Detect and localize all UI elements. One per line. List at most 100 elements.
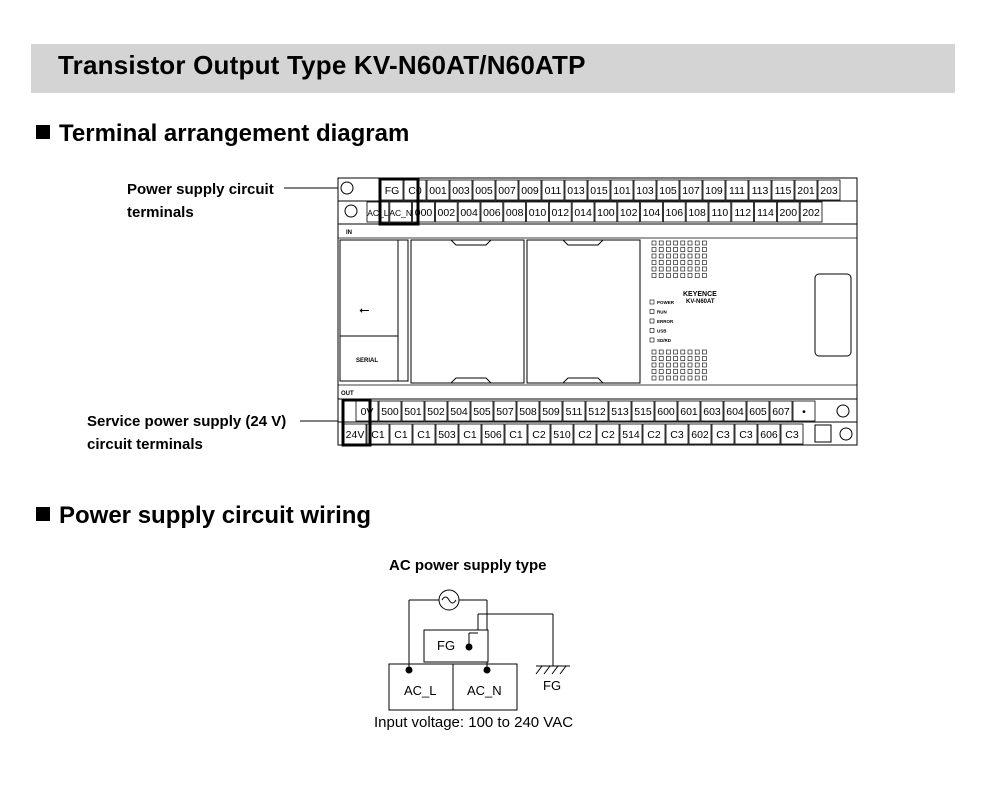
- terminal-top-row2: 008: [506, 207, 524, 219]
- terminal-bottom-row1: 505: [473, 406, 491, 418]
- terminal-bottom-row2: C3: [785, 429, 799, 441]
- terminal-top-row2: 108: [688, 207, 706, 219]
- terminal-bottom-row2: C3: [716, 429, 730, 441]
- terminal-top-row2: 014: [574, 207, 592, 219]
- wiring-heading: AC power supply type: [389, 557, 547, 574]
- terminal-bottom-row1-box: [447, 400, 471, 422]
- io-led-icon: [666, 240, 671, 246]
- terminal-bottom-row1: 500: [381, 406, 399, 418]
- terminal-top-row2-box: [526, 201, 549, 223]
- io-led-icon: [702, 369, 707, 374]
- terminal-bottom-row1-box: [585, 400, 609, 422]
- status-led-label: ERROR: [657, 319, 674, 324]
- io-led-icon: [658, 349, 664, 355]
- terminal-top-row2-box: [366, 201, 390, 223]
- terminal-bottom-row1-box: [539, 400, 563, 422]
- terminal-bottom-row2-box: [642, 423, 666, 445]
- status-led-label: POWER: [657, 300, 675, 305]
- callout-power-supply-line2: terminals: [127, 204, 194, 221]
- terminal-top-row1-box: [771, 179, 795, 201]
- terminal-bottom-row2-box: [412, 423, 436, 445]
- terminal-bottom-row2: C2: [532, 429, 546, 441]
- io-indicator-grid: [651, 240, 707, 381]
- terminal-bottom-row2: C2: [601, 429, 615, 441]
- terminal-top-row2: 102: [620, 207, 638, 219]
- io-led-icon: [680, 253, 686, 259]
- terminal-top-row2-box: [549, 201, 572, 223]
- terminal-top-row1: 201: [797, 185, 815, 197]
- io-led-icon: [680, 260, 686, 265]
- plc-body: [337, 177, 858, 446]
- terminal-top-row2-box: [754, 201, 777, 223]
- terminal-top-row1-box: [587, 179, 611, 201]
- terminal-top-row1: 109: [705, 185, 723, 197]
- terminal-bottom-row2-box: [481, 423, 505, 445]
- terminal-top-row2: 004: [460, 207, 478, 219]
- terminal-bottom-row2-box: [688, 423, 712, 445]
- status-led-icon: [649, 337, 655, 343]
- io-led-icon: [694, 375, 700, 381]
- service-terminal-highlight: [341, 398, 372, 447]
- terminal-bottom-row1: 601: [680, 406, 698, 418]
- status-led-label: USB: [657, 329, 667, 334]
- io-led-icon: [673, 362, 678, 368]
- io-led-icon: [658, 369, 664, 374]
- screw-hole-icon: [839, 427, 853, 441]
- io-led-icon: [658, 247, 664, 252]
- terminal-top-row1: 009: [521, 185, 539, 197]
- io-led-icon: [651, 247, 657, 252]
- terminal-top-row2-box: [594, 201, 618, 223]
- terminal-top-row1-box: [472, 179, 496, 201]
- io-led-icon: [687, 247, 693, 252]
- io-led-icon: [680, 240, 686, 246]
- terminal-top-row1: 203: [820, 185, 838, 197]
- fg-terminal-box: [423, 629, 489, 663]
- io-led-icon: [702, 260, 707, 265]
- terminal-top-row1-box: [748, 179, 772, 201]
- io-led-icon: [702, 247, 707, 252]
- ac-n-terminal: AC_N: [467, 683, 502, 698]
- terminal-top-row2: 112: [734, 207, 751, 219]
- terminal-bottom-row1-box: [700, 400, 724, 422]
- io-led-icon: [673, 349, 678, 355]
- terminal-bottom-row2: 602: [691, 429, 709, 441]
- io-led-icon: [687, 240, 693, 246]
- terminal-bottom-row1-box: [723, 400, 747, 422]
- terminal-bottom-row1: 512: [588, 406, 606, 418]
- terminal-bottom-row1-box: [769, 400, 793, 422]
- io-led-icon: [666, 273, 671, 278]
- ac-l-terminal: AC_L: [404, 683, 437, 698]
- terminal-top-row2: 100: [597, 207, 615, 219]
- terminal-bottom-row2-box: [458, 423, 482, 445]
- io-led-icon: [651, 260, 657, 265]
- terminal-bottom-row1-box: [654, 400, 678, 422]
- io-led-icon: [680, 266, 686, 272]
- io-led-icon: [651, 375, 657, 381]
- terminal-top-row1: 007: [498, 185, 516, 197]
- terminal-top-row2: 200: [780, 207, 798, 219]
- io-led-icon: [694, 362, 700, 368]
- io-led-icon: [702, 240, 707, 246]
- terminal-top-row2-box: [685, 201, 709, 223]
- page-title-bar: Transistor Output Type KV-N60AT/N60ATP: [31, 44, 955, 93]
- terminal-bottom-row1: 502: [427, 406, 445, 418]
- cover-panel-right: [526, 239, 641, 384]
- terminal-top-row1-box: [610, 179, 634, 201]
- terminal-top-row2: 002: [438, 207, 456, 219]
- terminal-top-row1: 013: [567, 185, 585, 197]
- io-led-icon: [658, 356, 664, 361]
- terminal-bottom-row2-box: [619, 423, 643, 445]
- io-led-icon: [680, 273, 686, 278]
- io-led-icon: [673, 273, 678, 278]
- terminal-bottom-row2-box: [389, 423, 413, 445]
- io-led-icon: [694, 253, 700, 259]
- io-led-icon: [687, 266, 693, 272]
- io-led-icon: [673, 266, 678, 272]
- cover-panel-left: [410, 239, 525, 384]
- terminal-top-row1-box: [679, 179, 703, 201]
- terminal-bottom-row1-box: [746, 400, 770, 422]
- terminal-top-row1-box: [541, 179, 565, 201]
- terminal-top-row1: 113: [752, 185, 769, 197]
- terminal-top-row2: AC_L: [367, 208, 389, 218]
